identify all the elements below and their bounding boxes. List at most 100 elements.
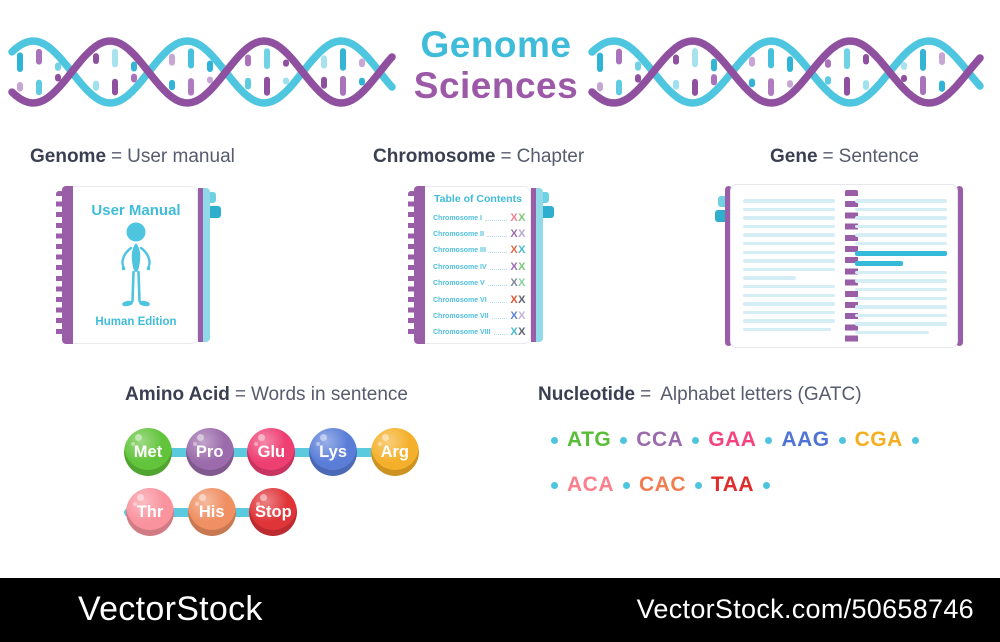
spiral-binding-icon [56,186,73,344]
chromosome-x-icon: X [510,310,519,323]
page-title: Genome Sciences [398,24,594,106]
sequence-dot-icon [620,436,628,444]
dotted-leader [486,236,508,238]
sequence-dot-icon [695,481,702,489]
equals-sign: = [500,146,512,167]
text-line [855,207,947,212]
text-line [855,224,947,229]
chromosome-pair-icon: XX [510,211,526,224]
book-text-right-page [855,199,947,340]
page-title-line2: Sciences [413,65,579,106]
amino-acid-ball-arg: Arg [370,428,419,476]
book-cover [425,186,531,344]
text-line [855,279,947,283]
spiral-binding-icon [845,190,858,344]
dotted-leader [489,301,508,303]
book-pages-edge [536,188,543,342]
analogy-chromosome: Chromosome=Chapter [373,146,584,168]
equals-sign: = [234,384,246,405]
codon-cga: CGA [854,427,903,451]
vectorstock-url: VectorStock.com/50658746 [636,594,974,624]
sequence-dot-icon [551,436,558,444]
chromosome-x-icon: X [510,326,519,339]
sequence-dot-icon [551,481,558,489]
analogy-genome: Genome=User manual [30,146,235,168]
toc-entry-label: Chromosome I [433,214,483,222]
text-line [855,241,947,246]
amino-acid-label: Pro [195,442,224,461]
chromosome-pair-icon: XX [510,311,526,322]
text-line [743,310,835,315]
toc-entry-label: Chromosome VIII [433,329,491,337]
analogy-gene-term: Gene [770,146,818,167]
toc-title: Table of Contents [434,193,522,205]
amino-acid-ball-stop: Stop [249,488,298,536]
sequence-dot-icon [692,436,700,444]
sequence-dot-icon [911,436,919,444]
amino-acid-ball-met: Met [124,428,172,476]
codon-taa: TAA [711,472,755,496]
analogy-gene: Gene=Sentence [770,146,919,168]
equals-sign: = [640,384,652,405]
chromosome-x-icon: X [518,228,526,241]
chromosome-x-icon: X [518,260,526,273]
chromosome-x-icon: X [518,310,526,323]
dotted-leader [493,334,508,336]
text-line [855,330,929,335]
sequence-dot-icon [765,436,773,444]
codon-aca: ACA [567,472,614,496]
open-book-pages [730,184,958,348]
toc-entry: Chromosome III XX [433,243,526,259]
text-line [743,259,835,263]
toc-entry-label: Chromosome VI [433,296,487,304]
analogy-gene-meaning: Sentence [838,146,919,167]
human-figure-icon [121,222,151,307]
dotted-leader [491,318,508,320]
text-line [743,224,835,229]
sequence-dot-icon [623,481,630,489]
amino-acid-ball-lys: Lys [309,428,358,476]
amino-acid-ball-glu: Glu [247,428,296,476]
text-line [743,207,835,212]
chromosome-x-icon: X [518,244,526,257]
text-line [855,313,947,318]
dna-helix-right-icon [588,37,984,107]
text-line [743,267,835,272]
toc-entry-label: Chromosome V [433,280,485,288]
chromosome-x-icon: X [510,277,519,290]
codon-cac: CAC [639,472,686,496]
chromosome-x-icon: X [510,228,519,241]
toc-entry-label: Chromosome VII [433,313,489,321]
toc-entry-label: Chromosome III [433,247,486,255]
toc-entry: Chromosome I XX [433,210,526,226]
user-manual-title: User Manual [91,202,181,219]
vectorstock-logo: VectorStock [78,590,263,628]
chromosome-pair-icon: XX [510,229,526,240]
chromosome-x-icon: X [510,244,519,257]
text-line [743,199,835,203]
book-text-left-page [743,199,835,337]
amino-acid-term: Amino Acid [125,384,230,405]
codon-cca: CCA [636,427,684,451]
amino-acid-label: Lys [319,442,347,461]
chromosome-x-icon: X [510,260,519,273]
chromosome-x-icon: X [510,211,519,224]
highlighted-sentence-line [855,250,947,256]
analogy-genome-meaning: User manual [127,146,235,167]
toc-entry: Chromosome VII XX [433,308,526,324]
text-line [855,296,947,301]
chromosome-pair-icon: XX [510,245,526,256]
amino-acid-label: Glu [257,442,286,461]
codon-atg: ATG [567,427,612,451]
spiral-binding-icon [408,186,425,344]
text-line [743,276,797,280]
nucleotide-term: Nucleotide [538,384,636,405]
analogy-chromosome-meaning: Chapter [516,146,585,167]
